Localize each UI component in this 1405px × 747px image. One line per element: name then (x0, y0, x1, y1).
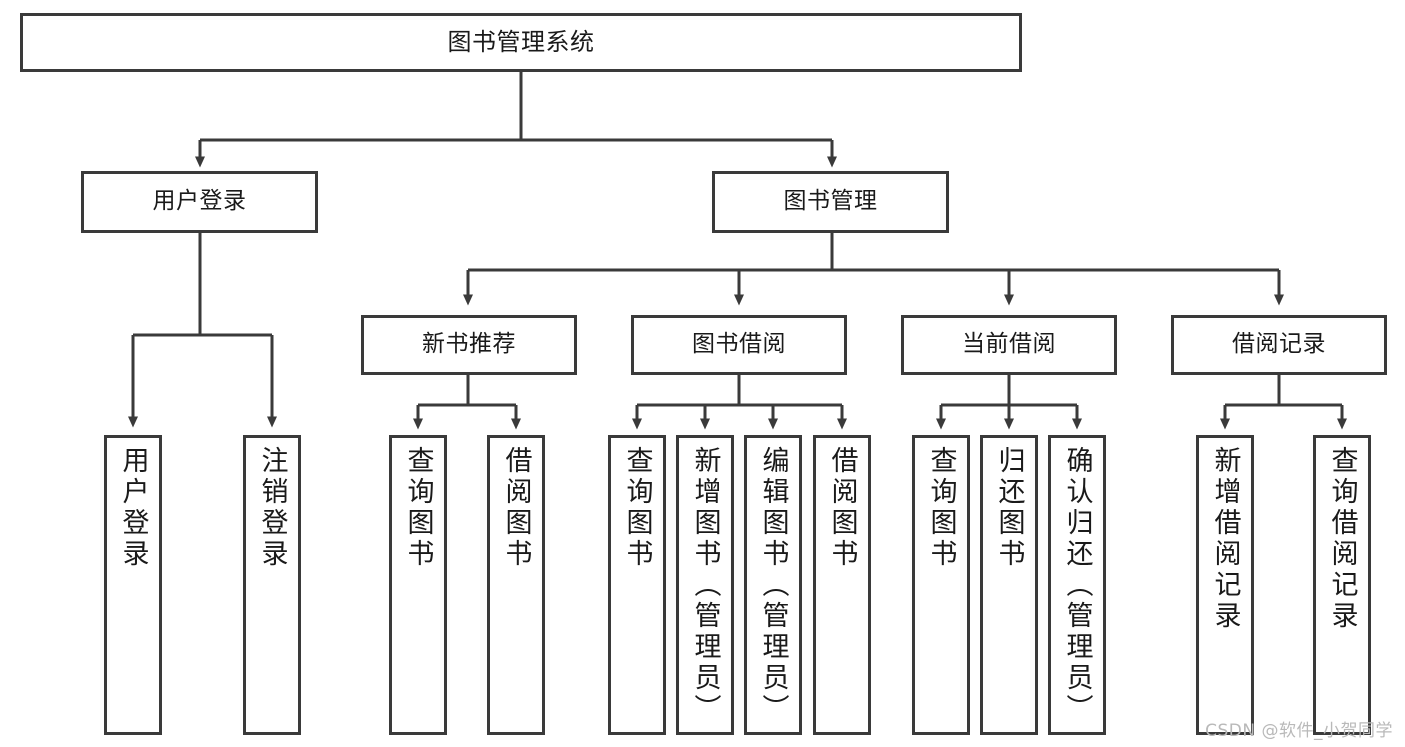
leaf-user-login[interactable]: 用户登录 (104, 435, 162, 735)
node-label: 图书管理 (783, 188, 878, 215)
node-book-borrow[interactable]: 图书借阅 (631, 315, 847, 375)
node-label: 注销登录 (256, 446, 288, 570)
leaf-add-borrow-record[interactable]: 新增借阅记录 (1196, 435, 1254, 735)
node-label: 用户登录 (117, 446, 149, 570)
node-label: 借阅图书 (500, 446, 532, 570)
node-borrow-record[interactable]: 借阅记录 (1171, 315, 1387, 375)
leaf-borrow-book-recommend[interactable]: 借阅图书 (487, 435, 545, 735)
node-label: 借阅记录 (1232, 331, 1326, 358)
node-book-management[interactable]: 图书管理 (712, 171, 949, 233)
node-label: 归还图书 (993, 446, 1025, 570)
node-label: 新书推荐 (422, 331, 516, 358)
node-label: 图书管理系统 (447, 28, 595, 57)
node-label: 新增图书（管理员） (689, 446, 721, 725)
node-label: 借阅图书 (826, 446, 858, 570)
node-label: 查询图书 (925, 446, 957, 570)
leaf-add-book[interactable]: 新增图书（管理员） (676, 435, 734, 735)
node-user-login[interactable]: 用户登录 (81, 171, 318, 233)
node-root-system[interactable]: 图书管理系统 (20, 13, 1022, 72)
node-label: 查询借阅记录 (1326, 446, 1358, 632)
node-label: 编辑图书（管理员） (757, 446, 789, 725)
watermark-text: CSDN @软件_小贺同学 (1205, 721, 1393, 741)
node-label: 用户登录 (152, 188, 247, 215)
node-new-book-recommend[interactable]: 新书推荐 (361, 315, 577, 375)
node-label: 查询图书 (621, 446, 653, 570)
leaf-query-borrow-record[interactable]: 查询借阅记录 (1313, 435, 1371, 735)
node-label: 查询图书 (402, 446, 434, 570)
node-label: 新增借阅记录 (1209, 446, 1241, 632)
node-current-borrow[interactable]: 当前借阅 (901, 315, 1117, 375)
leaf-edit-book[interactable]: 编辑图书（管理员） (744, 435, 802, 735)
node-label: 图书借阅 (692, 331, 786, 358)
leaf-borrow-book[interactable]: 借阅图书 (813, 435, 871, 735)
leaf-confirm-return[interactable]: 确认归还（管理员） (1048, 435, 1106, 735)
node-label: 当前借阅 (962, 331, 1056, 358)
leaf-query-book-current[interactable]: 查询图书 (912, 435, 970, 735)
leaf-logout-login[interactable]: 注销登录 (243, 435, 301, 735)
leaf-query-book-recommend[interactable]: 查询图书 (389, 435, 447, 735)
leaf-query-book-borrow[interactable]: 查询图书 (608, 435, 666, 735)
node-label: 确认归还（管理员） (1061, 446, 1093, 725)
leaf-return-book[interactable]: 归还图书 (980, 435, 1038, 735)
